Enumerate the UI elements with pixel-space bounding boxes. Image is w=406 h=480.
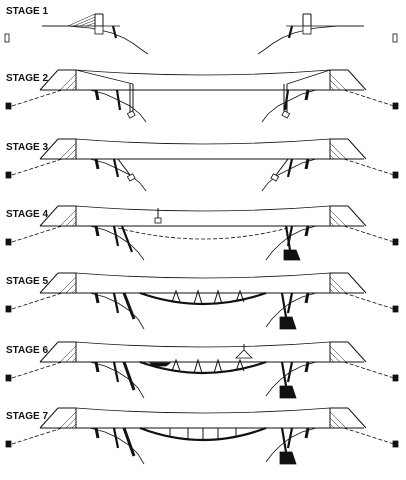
stage-label: STAGE 7 <box>6 411 48 422</box>
anchor-block-left <box>4 33 10 43</box>
deck-and-cable <box>39 69 367 91</box>
anchor-block-right <box>392 33 398 43</box>
stage-3: STAGE 3 <box>5 138 399 192</box>
stage-4: STAGE 4 <box>5 205 399 261</box>
stage-1: STAGE 1 <box>4 6 398 55</box>
stage-label: STAGE 2 <box>6 73 48 84</box>
stage-label: STAGE 5 <box>6 276 48 287</box>
right-bank <box>257 13 364 55</box>
stage-5: STAGE 5 <box>5 272 399 330</box>
stage-label: STAGE 6 <box>6 345 48 356</box>
stage-7: STAGE 7 <box>5 407 399 465</box>
left-bank <box>42 13 149 55</box>
stage-6: STAGE 6 <box>5 341 399 399</box>
stage-label: STAGE 3 <box>6 142 48 153</box>
stage-label: STAGE 1 <box>6 6 48 17</box>
stage-2: STAGE 2 <box>5 69 399 123</box>
stage-label: STAGE 4 <box>6 209 48 220</box>
